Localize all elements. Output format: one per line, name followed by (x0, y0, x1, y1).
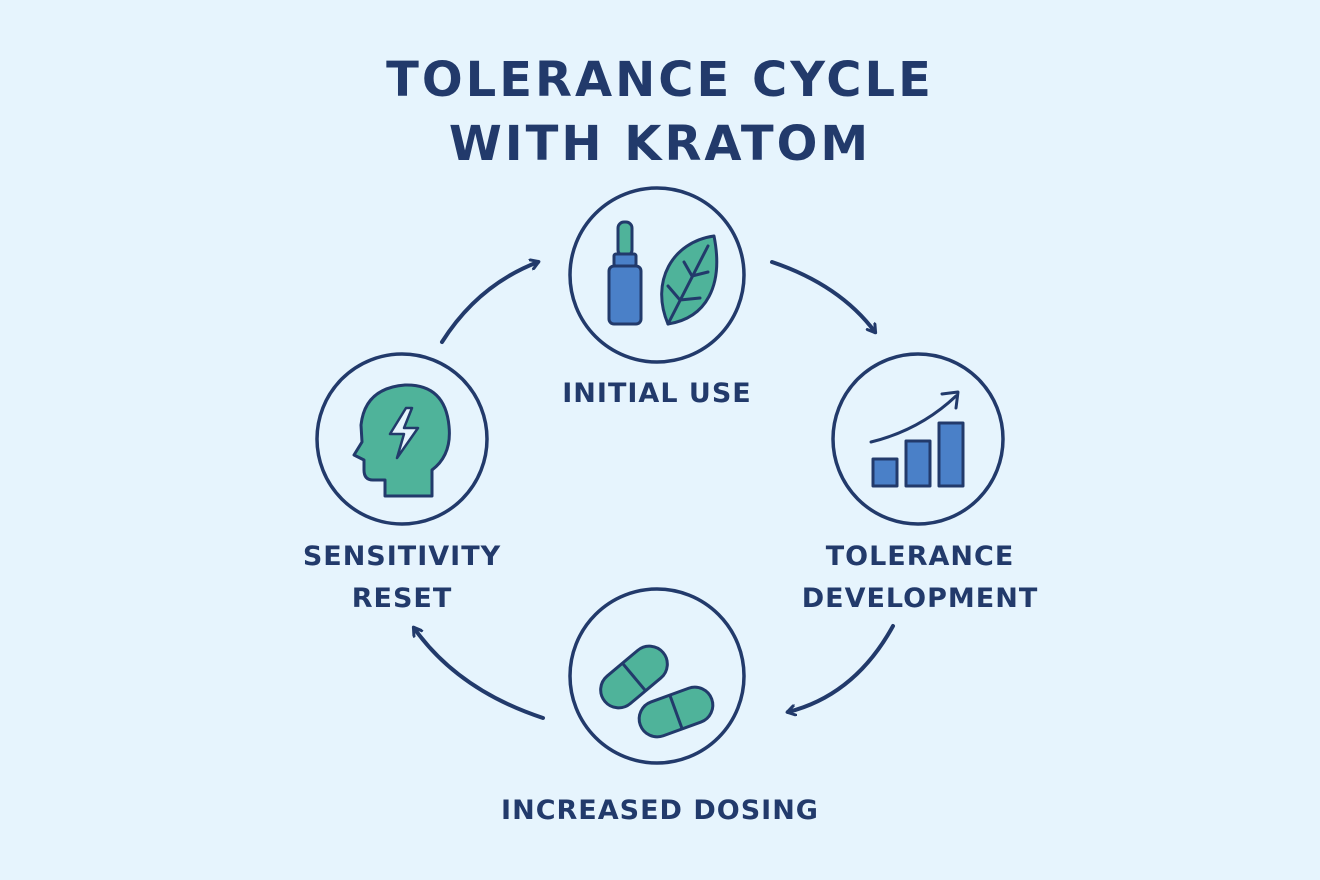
label-increased-dosing: INCREASED DOSING (460, 792, 860, 830)
arrow-tolerance-to-dosing (788, 624, 895, 712)
cycle-arrows (414, 260, 895, 720)
stage-circle (831, 352, 1005, 526)
title-line-2: WITH KRATOM (448, 116, 872, 172)
leaf-icon (660, 234, 719, 326)
title-line-1: TOLERANCE CYCLE (386, 52, 934, 108)
label-sensitivity-line-2: RESET (351, 583, 453, 614)
label-initial-use-text: INITIAL USE (562, 378, 752, 409)
arrow-initial-to-tolerance (770, 260, 875, 332)
stage-initial-use (568, 186, 746, 364)
label-increased-dosing-text: INCREASED DOSING (501, 795, 819, 826)
stage-tolerance-development (831, 352, 1005, 526)
arrow-reset-to-initial (440, 262, 538, 344)
stage-sensitivity-reset (315, 352, 489, 526)
label-sensitivity-line-1: SENSITIVITY (302, 541, 502, 572)
bar-chart-up-icon (869, 390, 965, 488)
stage-circle (568, 186, 746, 364)
label-tolerance-line-2: DEVELOPMENT (801, 583, 1039, 614)
capsule-icon (599, 644, 669, 710)
diagram-title: TOLERANCE CYCLE WITH KRATOM (0, 48, 1320, 176)
dropper-bottle-icon (607, 220, 643, 326)
label-tolerance-development: TOLERANCE DEVELOPMENT (760, 536, 1080, 620)
arrow-dosing-to-reset (414, 628, 545, 720)
label-initial-use: INITIAL USE (507, 375, 807, 413)
label-tolerance-line-1: TOLERANCE (825, 541, 1015, 572)
stage-increased-dosing (568, 587, 746, 765)
label-sensitivity-reset: SENSITIVITY RESET (272, 536, 532, 620)
capsule-icon (637, 685, 715, 739)
head-lightning-icon (352, 383, 451, 498)
